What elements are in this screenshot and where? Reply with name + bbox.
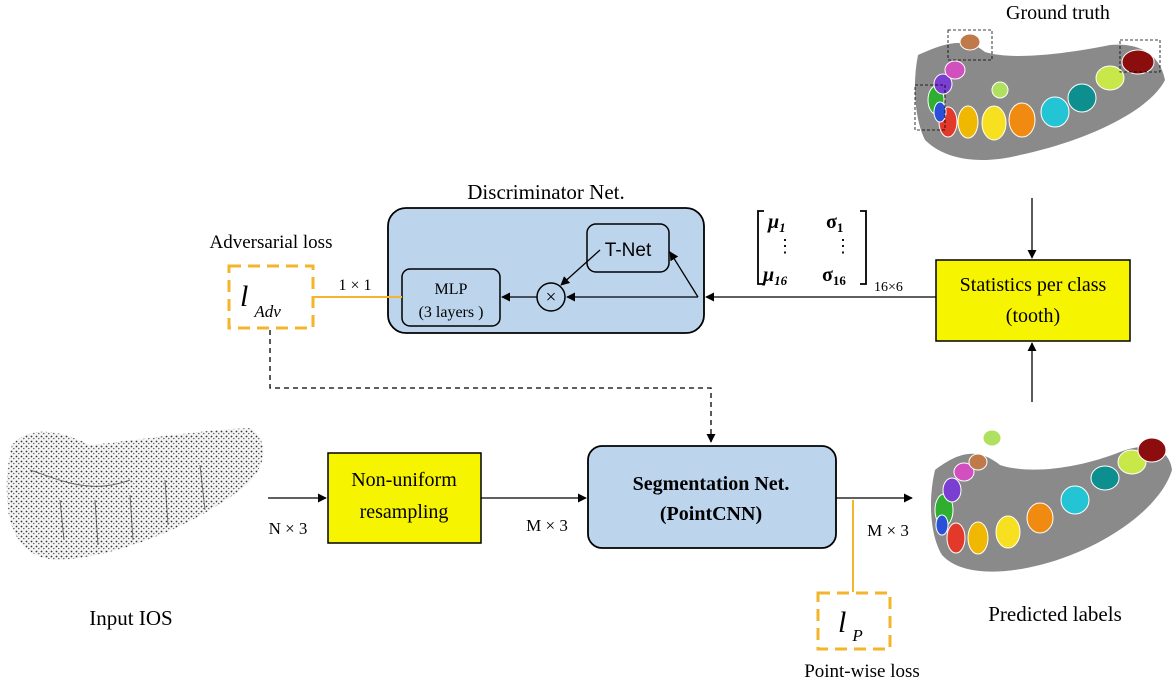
ground-truth-image bbox=[914, 29, 1165, 161]
tooth-segment bbox=[967, 521, 989, 555]
n3-label: N × 3 bbox=[269, 519, 308, 538]
tooth-segment bbox=[991, 81, 1009, 99]
ground-truth-bounding-boxes bbox=[914, 29, 1161, 131]
tooth-segment bbox=[1060, 485, 1090, 515]
tooth-segment bbox=[1121, 49, 1155, 75]
tooth-segment bbox=[968, 453, 988, 471]
tooth-segment bbox=[933, 73, 953, 95]
matrix-dim: 16×6 bbox=[874, 280, 903, 295]
tooth-segment bbox=[942, 477, 962, 503]
adversarial-feedback-arrow bbox=[269, 330, 716, 443]
matrix-sigma16: σ16 bbox=[822, 264, 846, 288]
tooth-segment bbox=[1095, 65, 1125, 91]
resampling-box bbox=[327, 452, 482, 544]
pointcnn-label: (PointCNN) bbox=[660, 503, 762, 525]
matrix-dots-left: ⋮ bbox=[776, 236, 794, 256]
tooth-segment bbox=[1117, 449, 1147, 475]
predicted-labels-label: Predicted labels bbox=[988, 602, 1122, 626]
tooth-segment bbox=[982, 429, 1002, 447]
tooth-segment bbox=[959, 33, 981, 51]
tnet-to-multiply-arrow bbox=[560, 249, 601, 286]
predicted-labels-image bbox=[930, 429, 1172, 572]
tooth-segment bbox=[944, 60, 966, 80]
statistics-label: Statistics per class bbox=[960, 274, 1107, 296]
statistics-per-class-box bbox=[935, 259, 1131, 342]
multiply-symbol: × bbox=[546, 287, 557, 308]
statistics-tooth-label: (tooth) bbox=[1006, 305, 1060, 327]
ground-truth-teeth bbox=[927, 33, 1155, 141]
mlp-layers-label: (3 layers ) bbox=[419, 304, 484, 321]
ground-truth-label: Ground truth bbox=[1006, 2, 1110, 24]
size-1x1-label: 1 × 1 bbox=[338, 277, 371, 294]
m3-right-label: M × 3 bbox=[867, 521, 909, 540]
resampling-label-2: resampling bbox=[360, 501, 449, 523]
tooth-segment bbox=[953, 462, 975, 482]
m3-left-label: M × 3 bbox=[526, 516, 568, 535]
tooth-segment bbox=[981, 105, 1007, 141]
matrix-mu16: μ16 bbox=[762, 264, 788, 288]
segmentation-label: Segmentation Net. bbox=[633, 473, 790, 495]
statistics-matrix: μ1 σ1 ⋮ ⋮ μ16 σ16 16×6 bbox=[757, 210, 903, 295]
tooth-segment bbox=[946, 522, 966, 554]
adversarial-loss-label: Adversarial loss bbox=[210, 232, 333, 253]
tooth-segment bbox=[1067, 83, 1097, 113]
discriminator-title: Discriminator Net. bbox=[467, 180, 624, 204]
matrix-mu1: μ1 bbox=[767, 211, 786, 235]
tnet-label: T-Net bbox=[605, 240, 652, 261]
input-to-tnet-arrow bbox=[669, 251, 699, 298]
tooth-segment bbox=[1008, 102, 1036, 138]
resampling-label-1: Non-uniform bbox=[351, 469, 457, 491]
tooth-segment bbox=[957, 105, 979, 139]
pointwise-loss-box bbox=[816, 591, 892, 651]
predicted-teeth bbox=[934, 429, 1167, 555]
matrix-sigma1: σ1 bbox=[826, 211, 843, 235]
tooth-segment bbox=[1040, 96, 1070, 128]
tooth-segment bbox=[1026, 502, 1054, 534]
tooth-segment bbox=[1137, 437, 1167, 463]
tooth-segment bbox=[995, 515, 1021, 549]
segmentation-net-box bbox=[587, 445, 837, 549]
pointwise-loss-label: Point-wise loss bbox=[804, 661, 920, 680]
input-ios-point-cloud bbox=[6, 428, 264, 560]
input-ios-tooth-outlines bbox=[29, 464, 206, 546]
tooth-segment bbox=[1090, 465, 1120, 491]
mlp-label: MLP bbox=[435, 281, 468, 298]
tnet-box bbox=[586, 223, 670, 273]
tooth-segment bbox=[933, 101, 947, 123]
tooth-segment bbox=[935, 514, 949, 536]
matrix-dots-right: ⋮ bbox=[834, 236, 852, 256]
input-ios-label: Input IOS bbox=[89, 606, 172, 630]
